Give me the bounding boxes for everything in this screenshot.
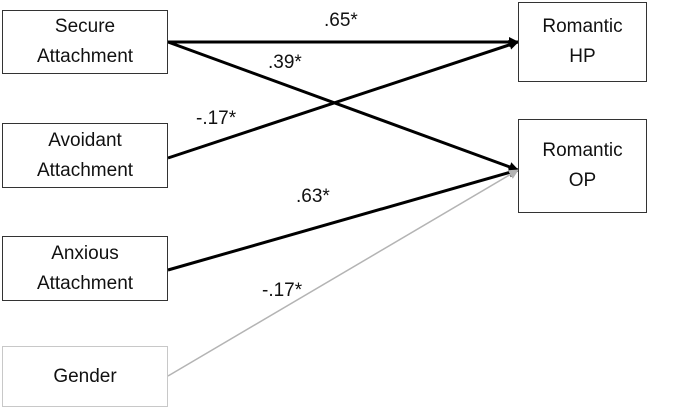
avoidant-attachment-box: Avoidant Attachment [2, 123, 168, 188]
path-secure-to-op [167, 40, 519, 172]
romantic-op-box: Romantic OP [518, 119, 647, 213]
coef-secure-hp: .65* [324, 10, 358, 31]
gender-label: Gender [53, 365, 117, 387]
path-gender-to-op [167, 169, 519, 377]
avoidant-line2: Attachment [36, 159, 134, 181]
secure-attachment-box: Secure Attachment [2, 10, 168, 74]
anxious-line1: Anxious [51, 242, 119, 264]
secure-line2: Attachment [36, 46, 134, 67]
coef-gender-op: -.17* [262, 280, 303, 301]
hp-line2: HP [569, 46, 596, 67]
avoidant-line1: Avoidant [48, 129, 122, 151]
coef-anxious-op: .63* [296, 186, 330, 207]
hp-line1: Romantic [542, 16, 623, 37]
anxious-line2: Attachment [36, 272, 134, 294]
anxious-attachment-box: Anxious Attachment [2, 236, 168, 301]
op-line1: Romantic [542, 140, 623, 161]
path-anxious-to-op [167, 167, 519, 272]
romantic-hp-box: Romantic HP [518, 2, 647, 82]
gender-box: Gender [2, 346, 168, 407]
coef-secure-op: .39* [268, 52, 302, 73]
coef-avoidant-hp: -.17* [196, 108, 237, 129]
op-line2: OP [568, 170, 597, 191]
secure-line1: Secure [54, 16, 116, 37]
path-avoidant-to-hp [167, 40, 519, 160]
